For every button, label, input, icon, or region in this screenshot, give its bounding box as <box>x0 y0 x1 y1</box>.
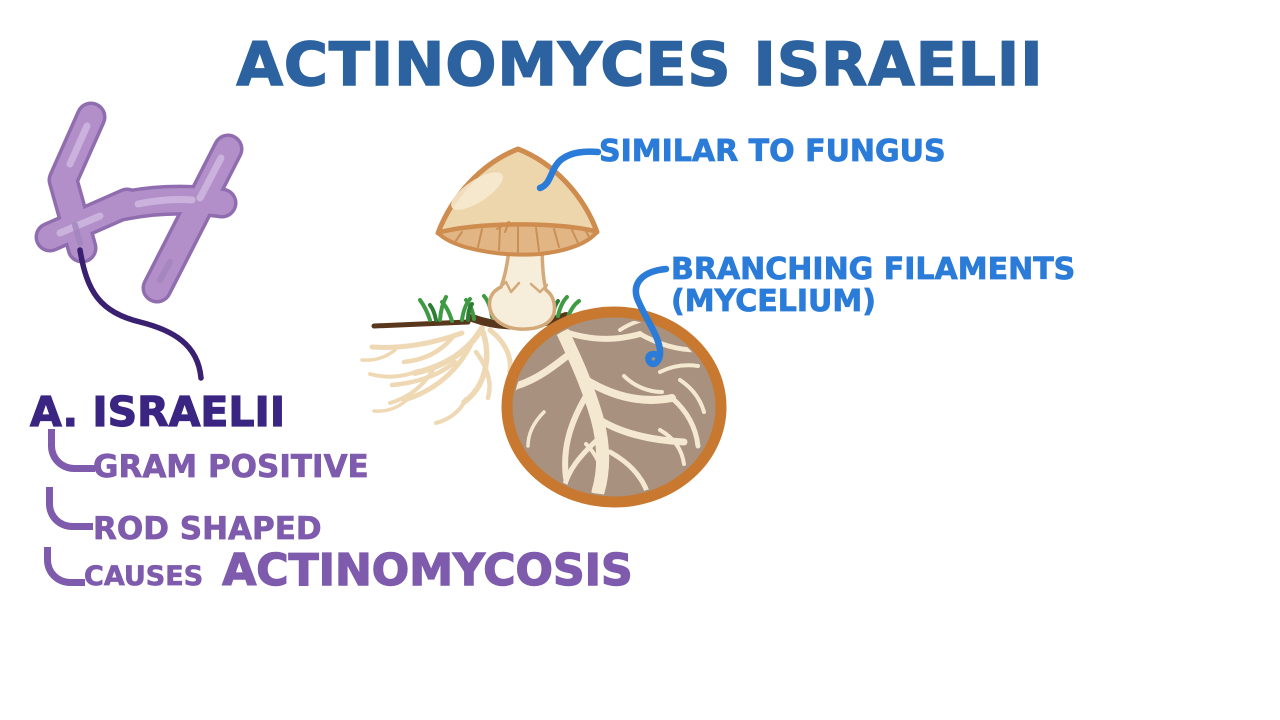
causes-prefix-label: CAUSES <box>84 561 204 593</box>
cap-fold-mark <box>496 221 510 233</box>
mycelium-roots <box>360 325 513 425</box>
cap-highlight <box>451 172 503 210</box>
volva-detail <box>494 280 549 294</box>
page-title: ACTINOMYCES ISRAELII <box>236 29 1044 101</box>
trait-rod-shaped: ROD SHAPED <box>93 511 322 548</box>
organism-name-label: A. ISRAELII <box>29 387 286 436</box>
bullet-curve-icon <box>46 487 93 530</box>
fungus-callout-line <box>536 148 602 192</box>
label-branching-filaments: BRANCHING FILAMENTS (MYCELIUM) <box>671 252 1076 319</box>
label-branching-filaments-line2: (MYCELIUM) <box>671 283 877 319</box>
gill-lines <box>454 226 591 253</box>
bullet-curve-icon <box>44 547 85 586</box>
bullet-curve-icon <box>48 429 95 472</box>
label-branching-filaments-line1: BRANCHING FILAMENTS <box>671 252 1076 287</box>
mushroom-illustration <box>360 146 600 425</box>
trait-causes-row: CAUSES ACTINOMYCOSIS <box>84 545 634 596</box>
disease-name-label: ACTINOMYCOSIS <box>222 545 634 596</box>
mycelium-callout-line <box>632 265 670 368</box>
bacteria-label-connector-line <box>77 247 204 381</box>
trait-gram-positive: GRAM POSITIVE <box>93 449 369 486</box>
soil-magnifier-circle <box>501 306 727 508</box>
label-similar-to-fungus: SIMILAR TO FUNGUS <box>599 134 946 169</box>
bacteria-illustration <box>34 101 244 304</box>
